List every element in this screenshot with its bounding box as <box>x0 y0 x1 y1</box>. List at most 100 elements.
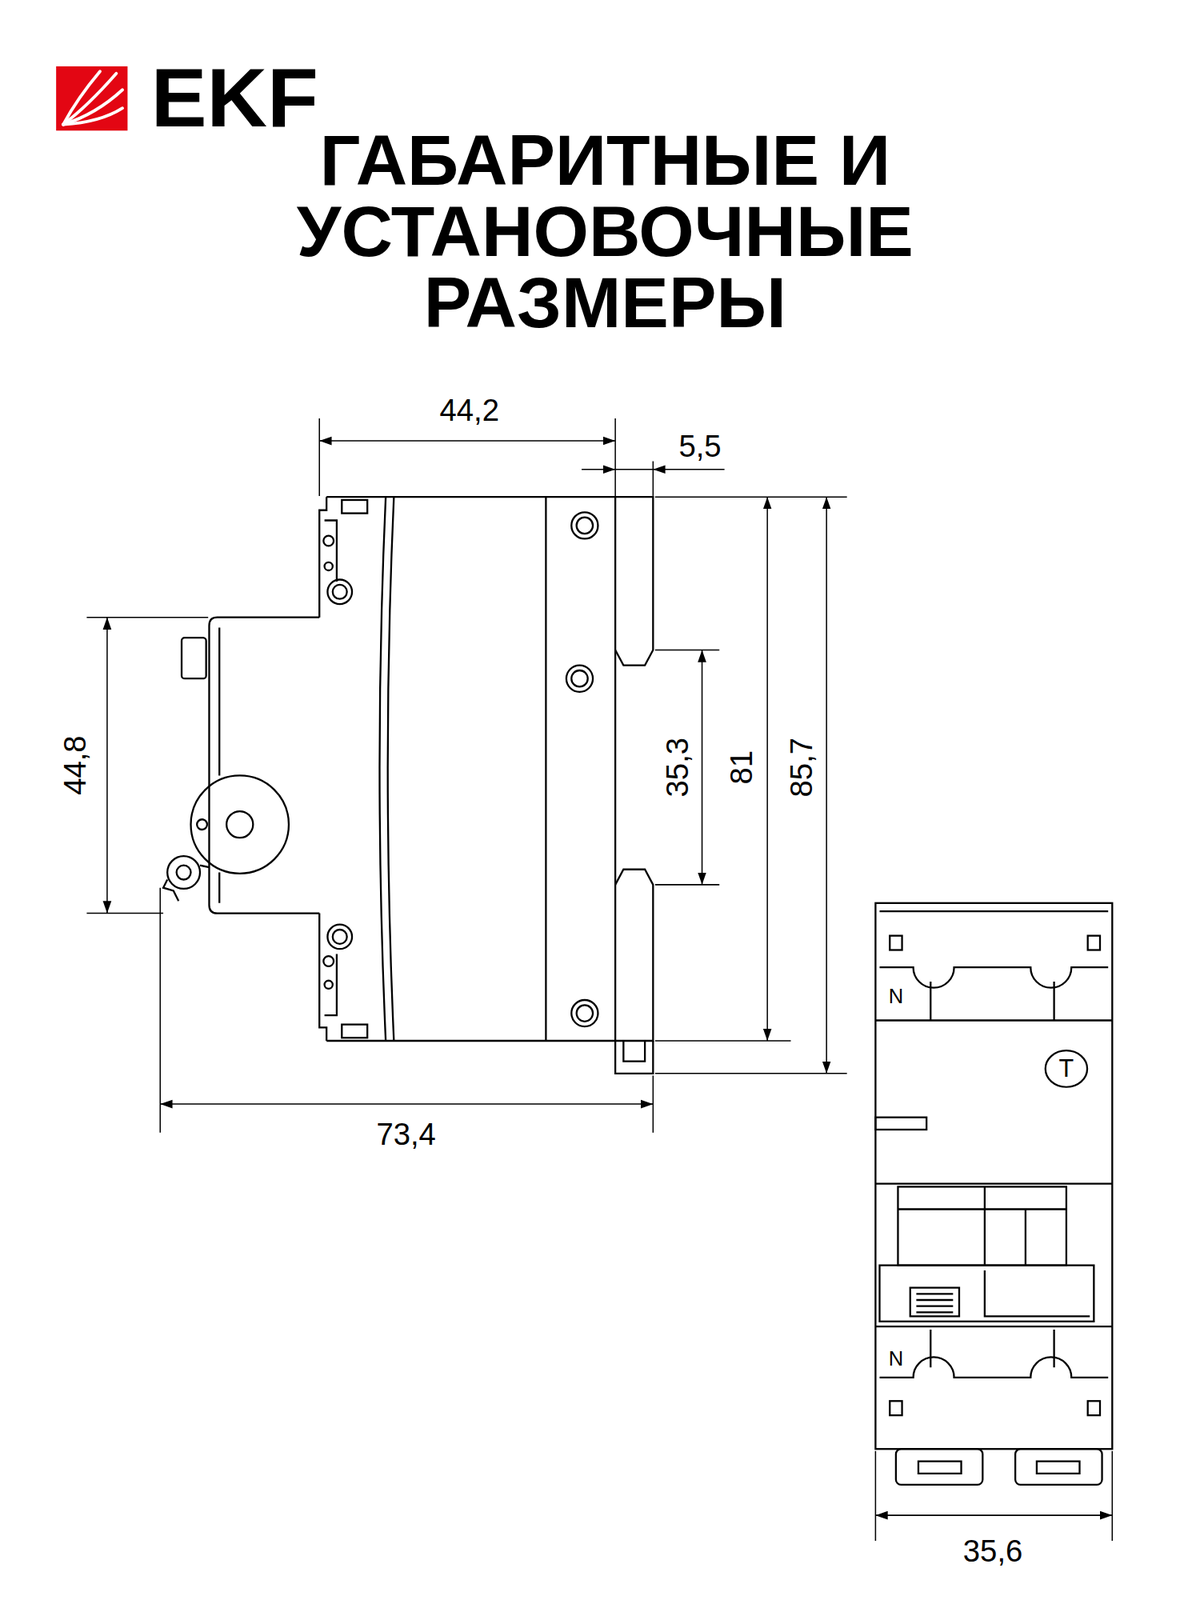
side-view-part <box>576 517 593 534</box>
page-title: ГАБАРИТНЫЕ И УСТАНОВОЧНЫЕ РАЗМЕРЫ <box>252 124 957 340</box>
dimension-lines-part <box>160 1103 653 1105</box>
logo-mark-part <box>63 71 123 124</box>
side-view-part <box>544 496 547 1041</box>
dimension-value: 73,4 <box>376 1119 436 1150</box>
front-view-part <box>879 1265 1094 1322</box>
side-view-part <box>323 536 334 547</box>
dimension-value: 35,6 <box>963 1536 1023 1567</box>
side-view-part <box>319 496 327 618</box>
neutral-mark: N <box>888 1348 904 1369</box>
side-view <box>163 496 653 1074</box>
side-view-part <box>196 819 208 830</box>
front-view-part <box>889 936 902 951</box>
side-view-part <box>208 617 320 914</box>
dimension-lines-part <box>655 1040 792 1042</box>
side-view-part <box>341 1024 368 1039</box>
side-view-part <box>379 496 386 1041</box>
side-view-part <box>571 512 598 539</box>
side-view-part <box>324 954 337 1016</box>
neutral-mark: N <box>888 985 904 1007</box>
front-view-part <box>984 1270 1090 1316</box>
front-view-part <box>897 1186 1066 1265</box>
side-view-part <box>319 913 327 1041</box>
side-view-part <box>176 865 192 880</box>
side-view-part <box>181 637 207 679</box>
side-view-part <box>163 865 209 902</box>
front-view-part <box>916 1293 953 1312</box>
dimension-lines-part <box>875 1514 1112 1516</box>
front-view <box>875 903 1112 1485</box>
side-view-part <box>576 1004 593 1021</box>
front-view-part <box>897 1186 1066 1265</box>
dimension-lines-part <box>86 912 164 915</box>
side-view-part <box>324 562 333 571</box>
side-view-part <box>324 980 333 989</box>
side-view-part <box>566 665 593 692</box>
side-view-part <box>226 811 253 838</box>
dimension-lines <box>86 418 1112 1541</box>
dimension-lines-part <box>825 496 828 1074</box>
front-view-part <box>875 903 1112 1449</box>
side-view-part <box>388 496 395 1041</box>
test-button: T <box>1044 1048 1089 1088</box>
side-view-part <box>623 1040 645 1062</box>
front-view-part <box>875 1325 1112 1328</box>
dimension-value: 85,7 <box>786 737 817 797</box>
dimension-lines-part <box>106 617 108 914</box>
side-view-part <box>323 956 334 967</box>
dimension-value: 81 <box>726 750 757 785</box>
front-view-part <box>879 967 1108 988</box>
dimension-lines-part <box>652 461 655 496</box>
dimension-lines-part <box>655 1072 848 1075</box>
side-view-part <box>571 1000 598 1027</box>
side-view-part <box>615 496 653 1074</box>
side-view-part <box>167 856 200 889</box>
dimension-lines-part <box>159 888 161 1133</box>
side-view-part <box>327 924 352 950</box>
front-view-part <box>1015 1448 1102 1485</box>
side-view-part <box>571 670 588 687</box>
front-view-part <box>1088 1400 1100 1416</box>
dimension-value: 35,3 <box>662 737 693 797</box>
dimension-lines-part <box>652 468 724 471</box>
side-view-part <box>218 627 220 903</box>
front-view-part <box>875 1117 927 1130</box>
dimension-lines-part <box>875 1451 877 1541</box>
button-letter: T <box>1059 1056 1075 1081</box>
front-view-part <box>879 910 1108 912</box>
dimension-lines-part <box>1112 1451 1114 1541</box>
front-view-part <box>1036 1461 1080 1474</box>
front-view-part <box>879 1356 1108 1378</box>
front-view-part <box>896 1448 983 1485</box>
side-view-part <box>327 579 352 604</box>
side-view-part <box>326 496 653 1041</box>
front-view-part <box>918 1461 962 1474</box>
dimension-lines-part <box>655 884 720 886</box>
test-button-ellipse <box>1045 1050 1088 1088</box>
brand-logo-text: EKF <box>151 56 319 140</box>
dimension-lines-part <box>655 496 848 498</box>
side-view-part <box>332 584 348 600</box>
dimension-lines-part <box>318 418 320 496</box>
dimension-lines-part <box>86 616 208 619</box>
logo-mark-part-part <box>63 89 123 124</box>
front-view-part <box>1088 936 1100 951</box>
dimension-lines-part <box>615 468 653 471</box>
dimension-lines-part <box>319 440 616 442</box>
front-view-part <box>930 1329 1054 1368</box>
logo-mark-part <box>56 66 128 131</box>
dimension-lines-part <box>614 418 616 496</box>
side-view-part <box>191 775 289 873</box>
dimension-lines-part <box>766 496 768 1041</box>
side-view-part <box>341 500 368 514</box>
logo-mark-part-part <box>63 108 123 124</box>
front-view-part <box>889 1400 902 1416</box>
dimension-lines-part <box>655 649 720 652</box>
front-view-part <box>875 1182 1112 1184</box>
logo-mark <box>56 66 128 131</box>
dimension-value: 44,2 <box>439 395 499 426</box>
side-view-part <box>332 929 348 944</box>
dimension-value: 5,5 <box>678 432 721 463</box>
dimension-value: 44,8 <box>60 735 91 795</box>
